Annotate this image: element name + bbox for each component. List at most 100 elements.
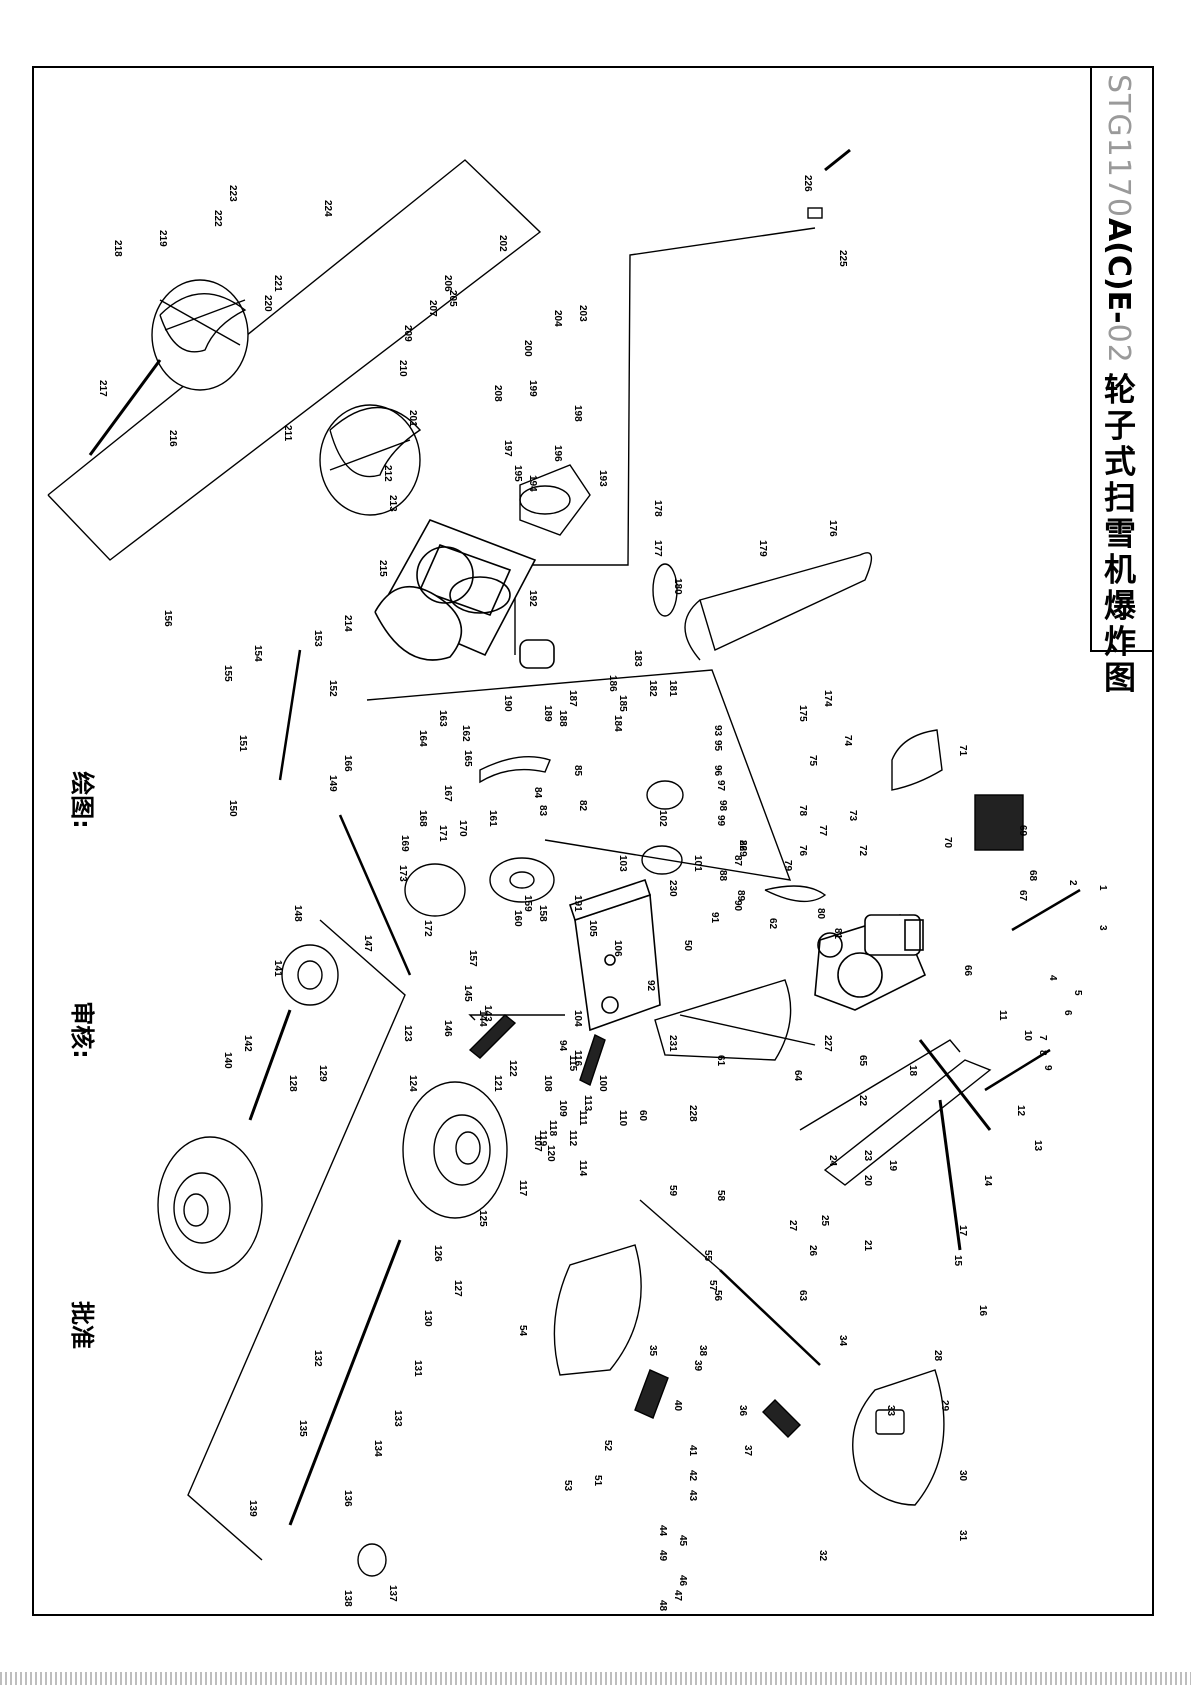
part-label-176: 176 — [827, 520, 838, 537]
part-label-54: 54 — [517, 1325, 528, 1337]
part-label-125: 125 — [477, 1210, 488, 1227]
part-label-167: 167 — [442, 785, 453, 802]
part-label-149: 149 — [327, 775, 338, 792]
part-label-34: 34 — [837, 1335, 848, 1347]
part-label-68: 68 — [1027, 870, 1038, 882]
part-label-199: 199 — [527, 380, 538, 397]
part-label-207: 207 — [427, 300, 438, 317]
part-label-31: 31 — [957, 1530, 968, 1542]
part-label-11: 11 — [997, 1010, 1008, 1021]
part-label-228: 228 — [687, 1105, 698, 1122]
part-label-14: 14 — [982, 1175, 993, 1187]
part-label-184: 184 — [612, 715, 623, 732]
part-label-72: 72 — [857, 845, 868, 857]
part-label-106: 106 — [612, 940, 623, 957]
part-label-62: 62 — [767, 918, 778, 930]
part-label-155: 155 — [222, 665, 233, 682]
part-label-108: 108 — [542, 1075, 553, 1092]
part-label-46: 46 — [677, 1575, 688, 1587]
part-label-29: 29 — [939, 1400, 950, 1412]
part-label-79: 79 — [782, 860, 793, 872]
part-label-76: 76 — [797, 845, 808, 857]
part-label-7: 7 — [1037, 1035, 1048, 1041]
wheel-right — [402, 1081, 508, 1219]
part-label-82: 82 — [577, 800, 588, 812]
engine-guard — [974, 794, 1024, 851]
part-label-190: 190 — [502, 695, 513, 712]
part-label-140: 140 — [222, 1052, 233, 1069]
part-label-169: 169 — [399, 835, 410, 852]
part-label-100: 100 — [597, 1075, 608, 1092]
wheel-left — [157, 1136, 263, 1274]
part-label-196: 196 — [552, 445, 563, 462]
part-label-229: 229 — [737, 840, 748, 857]
part-label-53: 53 — [562, 1480, 573, 1492]
part-label-173: 173 — [397, 865, 408, 882]
part-label-67: 67 — [1017, 890, 1028, 902]
part-label-174: 174 — [822, 690, 833, 707]
part-label-121: 121 — [492, 1075, 503, 1092]
part-label-119: 119 — [537, 1130, 548, 1147]
part-label-165: 165 — [462, 750, 473, 767]
part-label-23: 23 — [862, 1150, 873, 1162]
part-label-137: 137 — [387, 1585, 398, 1602]
part-label-96: 96 — [712, 765, 723, 777]
part-label-59: 59 — [667, 1185, 678, 1197]
part-label-126: 126 — [432, 1245, 443, 1262]
right-auger — [319, 404, 422, 516]
drive-group-outline — [366, 669, 792, 881]
part-label-193: 193 — [597, 470, 608, 487]
part-label-152: 152 — [327, 680, 338, 697]
part-label-203: 203 — [577, 305, 588, 322]
part-label-88: 88 — [717, 870, 728, 882]
part-label-28: 28 — [932, 1350, 943, 1362]
part-label-45: 45 — [677, 1535, 688, 1547]
part-label-109: 109 — [557, 1100, 568, 1117]
part-label-10: 10 — [1022, 1030, 1033, 1042]
part-number-labels: 1234567891011121314151617181920212223242… — [97, 175, 1108, 1612]
part-label-92: 92 — [645, 980, 656, 992]
model-prefix: STG1170 — [1101, 74, 1136, 218]
part-label-8: 8 — [1037, 1050, 1048, 1056]
part-label-143: 143 — [482, 1005, 493, 1022]
part-label-89: 89 — [735, 890, 746, 902]
part-label-55: 55 — [702, 1250, 713, 1262]
part-label-129: 129 — [317, 1065, 328, 1082]
part-label-209: 209 — [402, 325, 413, 342]
part-label-201: 201 — [407, 410, 418, 427]
part-label-166: 166 — [342, 755, 353, 772]
drawing-title: STG1170A(C)E-02 轮子式扫雪机爆炸图 — [1099, 74, 1137, 696]
model-code: 02 — [1101, 323, 1136, 364]
lower-handle — [654, 979, 816, 1061]
part-label-94: 94 — [557, 1040, 568, 1052]
part-label-13: 13 — [1032, 1140, 1043, 1152]
part-label-200: 200 — [522, 340, 533, 357]
part-label-1: 1 — [1097, 885, 1108, 891]
part-label-123: 123 — [402, 1025, 413, 1042]
part-label-103: 103 — [617, 855, 628, 872]
part-label-168: 168 — [417, 810, 428, 827]
part-label-48: 48 — [657, 1600, 668, 1612]
axle-wheel-bearing — [357, 1543, 387, 1577]
part-label-97: 97 — [715, 780, 726, 792]
part-label-194: 194 — [527, 475, 538, 492]
part-label-219: 219 — [157, 230, 168, 247]
part-label-41: 41 — [687, 1445, 698, 1457]
part-label-150: 150 — [227, 800, 238, 817]
part-label-204: 204 — [552, 310, 563, 327]
part-label-44: 44 — [657, 1525, 668, 1537]
part-label-145: 145 — [462, 985, 473, 1002]
part-label-153: 153 — [312, 630, 323, 647]
part-label-164: 164 — [417, 730, 428, 747]
part-label-175: 175 — [797, 705, 808, 722]
part-label-162: 162 — [460, 725, 471, 742]
part-label-131: 131 — [412, 1360, 423, 1377]
part-label-197: 197 — [502, 440, 513, 457]
part-label-116: 116 — [572, 1050, 583, 1067]
part-label-185: 185 — [617, 695, 628, 712]
part-label-226: 226 — [802, 175, 813, 192]
part-label-101: 101 — [692, 855, 703, 872]
part-label-192: 192 — [527, 590, 538, 607]
impeller — [519, 464, 591, 536]
